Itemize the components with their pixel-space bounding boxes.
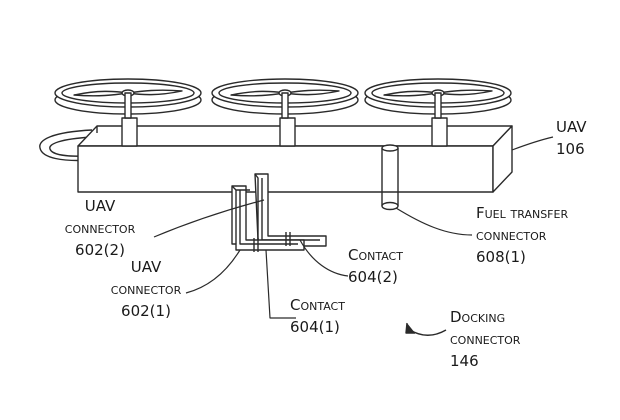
uav-body-front-face <box>77 145 494 193</box>
leader-fuel-608-1 <box>395 207 473 236</box>
label-604-1-line2: 604(1) <box>290 318 340 336</box>
label-608-1-line3: 608(1) <box>476 248 526 266</box>
docking-arrow <box>405 322 447 336</box>
label-fuel-transfer-connector-608-1: Fuel transfer connector 608(1) <box>476 202 568 268</box>
label-uav-connector-602-2: UAV connector 602(2) <box>50 195 150 261</box>
leader-lines <box>153 136 554 319</box>
label-contact-604-2: Contact 604(2) <box>348 244 403 288</box>
label-uav-106-line2: 106 <box>556 140 585 158</box>
propeller-1 <box>54 78 202 119</box>
label-146-line1: Docking <box>450 308 506 326</box>
leader-contact-604-1 <box>265 249 296 319</box>
label-604-1-line1: Contact <box>290 296 345 314</box>
label-602-1-line2: connector <box>110 280 182 298</box>
label-contact-604-1: Contact 604(1) <box>290 294 345 338</box>
label-docking-connector-146: Docking connector 146 <box>450 306 520 372</box>
label-uav-106-line1: UAV <box>556 118 587 136</box>
label-146-line2: connector <box>450 330 521 348</box>
uav-body-end-face <box>492 125 513 193</box>
propeller-2 <box>211 78 359 119</box>
rear-propeller-outline <box>39 129 93 162</box>
fuel-transfer-connector <box>381 144 399 211</box>
label-602-1-line3: 602(1) <box>121 302 171 320</box>
contacts <box>253 232 291 252</box>
label-146-line3: 146 <box>450 352 479 370</box>
leader-uav-106 <box>511 136 554 151</box>
uav-connector-602-1 <box>231 185 305 251</box>
label-602-1-line1: UAV <box>130 258 162 276</box>
label-602-2-line1: UAV <box>84 197 116 215</box>
label-uav-connector-602-1: UAV connector 602(1) <box>96 256 196 322</box>
leader-contact-604-2 <box>299 239 349 277</box>
label-602-2-line2: connector <box>64 219 136 237</box>
leader-connector-602-2 <box>153 199 265 238</box>
label-608-1-line1: Fuel transfer <box>476 204 569 222</box>
label-uav-106: UAV 106 <box>556 116 587 160</box>
label-604-2-line1: Contact <box>348 246 403 264</box>
label-602-2-line3: 602(2) <box>75 241 125 259</box>
label-608-1-line2: connector <box>476 226 547 244</box>
propeller-3 <box>364 78 512 119</box>
leader-connector-602-1 <box>185 249 241 294</box>
label-604-2-line2: 604(2) <box>348 268 398 286</box>
